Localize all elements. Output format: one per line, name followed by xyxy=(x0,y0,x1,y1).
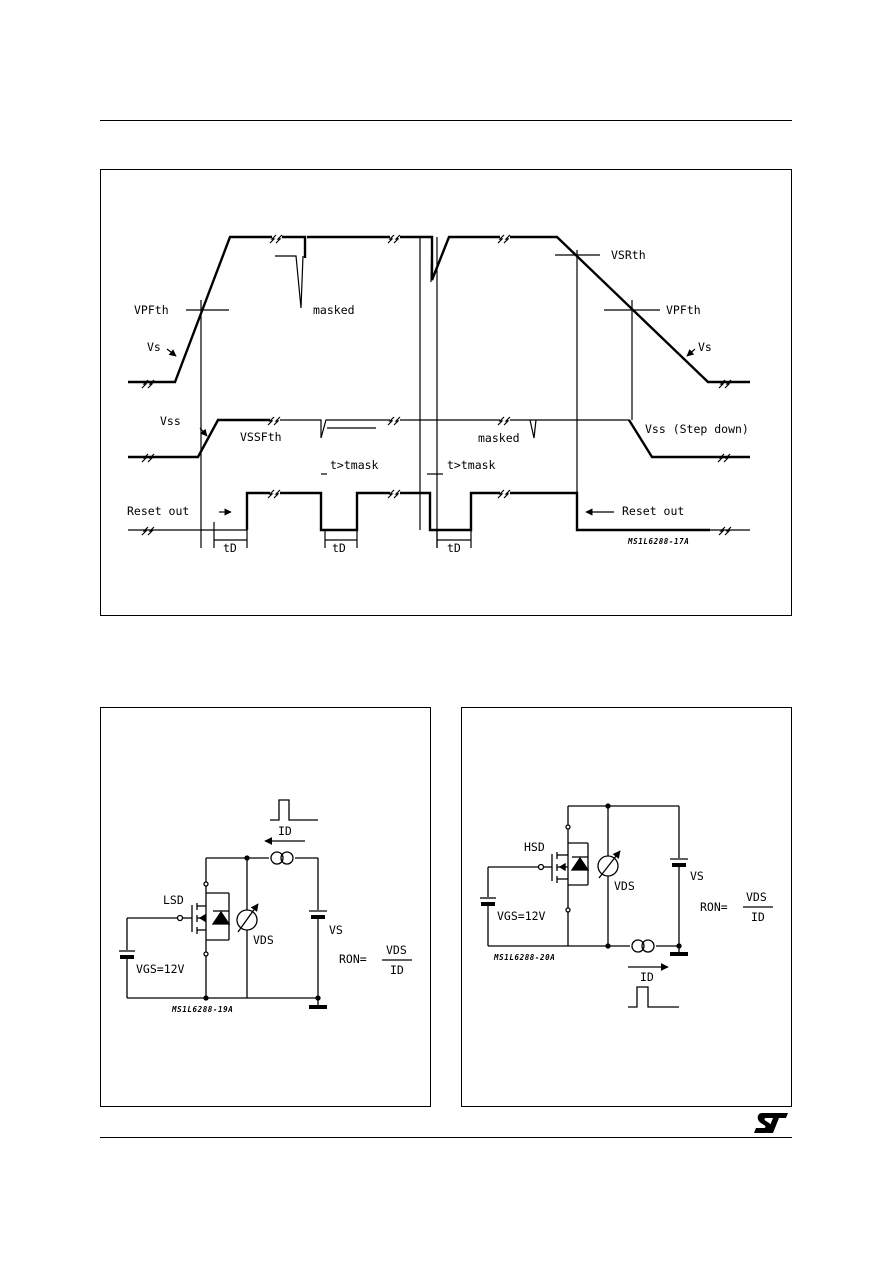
lsd-mosfet-icon xyxy=(182,903,206,934)
lsd-frac-num: VDS xyxy=(386,943,407,957)
vss-step-down-label: Vss (Step down) xyxy=(645,422,749,436)
hsd-pulse-icon xyxy=(628,986,679,1008)
hsd-figure-code: MS1L6288-20A xyxy=(493,953,555,962)
tmask-label-1: t>tmask xyxy=(330,458,379,472)
masked-label-mid: masked xyxy=(478,431,520,445)
lsd-current-source-icon xyxy=(270,851,294,865)
hsd-frac-den: ID xyxy=(751,910,765,924)
td-label-3: tD xyxy=(447,541,461,555)
lsd-vgs-label: VGS=12V xyxy=(136,962,185,976)
hsd-id-label: ID xyxy=(640,970,654,984)
hsd-current-source-icon xyxy=(631,939,655,953)
reset-out-waveform xyxy=(128,489,750,536)
hsd-label: HSD xyxy=(524,840,545,854)
hsd-vds-label: VDS xyxy=(614,879,635,893)
lsd-circuit-frame xyxy=(100,707,431,1107)
footer-rule xyxy=(100,1137,792,1138)
reset-out-label-left: Reset out xyxy=(127,504,189,518)
hsd-frac-num: VDS xyxy=(746,890,767,904)
hsd-vs-label: VS xyxy=(690,869,704,883)
vpf-th-label-right: VPFth xyxy=(666,303,701,317)
vssf-th-label: VSSFth xyxy=(240,430,282,444)
vsr-th-label: VSRth xyxy=(611,248,646,262)
vs-label-right: Vs xyxy=(698,340,712,354)
hsd-vgs-label: VGS=12V xyxy=(497,909,546,923)
lsd-label: LSD xyxy=(163,893,184,907)
vss-label-left: Vss xyxy=(160,414,181,428)
lsd-vds-label: VDS xyxy=(253,933,274,947)
lsd-vs-label: VS xyxy=(329,923,343,937)
header-rule xyxy=(100,120,792,121)
masked-label-top: masked xyxy=(313,303,355,317)
timing-diagram-frame xyxy=(100,169,792,616)
hsd-ron-label: RON= xyxy=(700,900,728,914)
timing-diagram xyxy=(128,234,750,548)
lsd-circuit xyxy=(119,799,412,1009)
reset-out-label-right: Reset out xyxy=(622,504,684,518)
lsd-ron-label: RON= xyxy=(339,952,367,966)
hsd-circuit xyxy=(480,803,773,1008)
lsd-id-label: ID xyxy=(278,824,292,838)
lsd-diode-icon xyxy=(211,910,231,925)
vpf-th-label-left: VPFth xyxy=(134,303,169,317)
hsd-circuit-frame xyxy=(461,707,792,1107)
lsd-voltmeter-icon xyxy=(236,903,259,933)
lsd-pulse-icon xyxy=(270,799,318,821)
td-label-1: tD xyxy=(223,541,237,555)
st-logo-icon xyxy=(754,1113,788,1133)
vs-label-left: Vs xyxy=(147,340,161,354)
timing-figure-code: MS1L6288-17A xyxy=(627,537,689,546)
hsd-mosfet-icon xyxy=(543,852,568,883)
vs-waveform xyxy=(128,234,750,389)
lsd-figure-code: MS1L6288-19A xyxy=(171,1005,233,1014)
vss-waveform xyxy=(128,416,750,463)
td-label-2: tD xyxy=(332,541,346,555)
hsd-diode-icon xyxy=(570,856,590,871)
lsd-frac-den: ID xyxy=(390,963,404,977)
tmask-label-2: t>tmask xyxy=(447,458,496,472)
hsd-voltmeter-icon xyxy=(597,850,621,879)
